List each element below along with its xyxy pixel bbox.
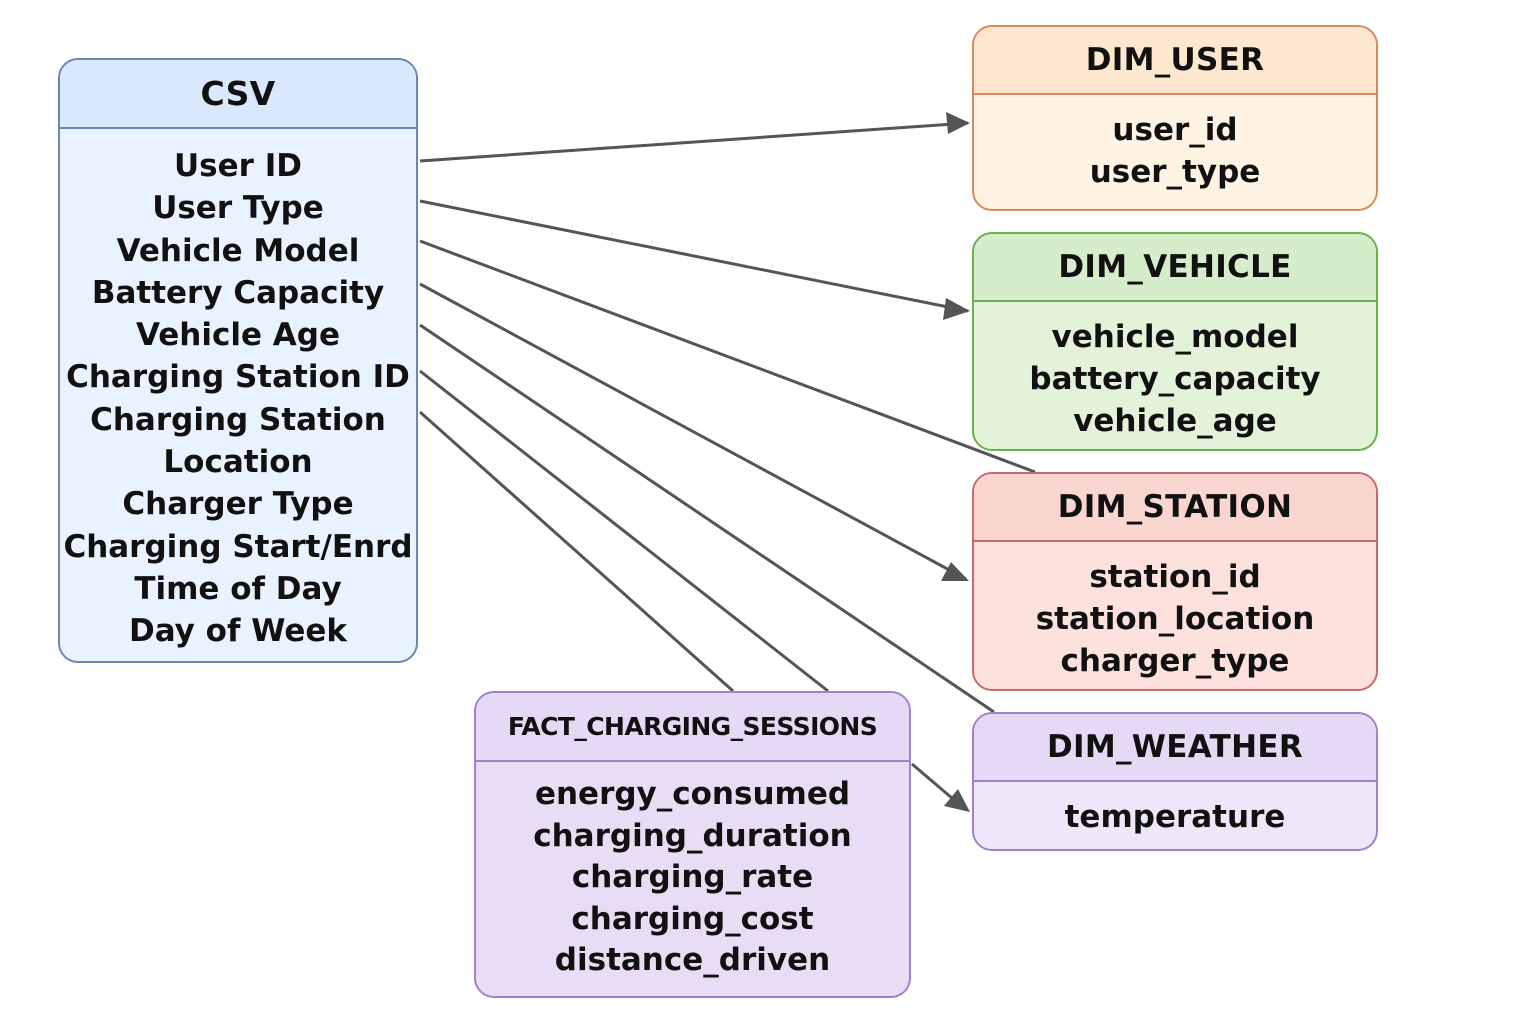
csv-title: CSV	[60, 60, 416, 129]
arrowhead-dim-vehicle	[943, 298, 970, 320]
dim-station-field: station_id	[1089, 559, 1261, 595]
dim-vehicle-field: battery_capacity	[1029, 361, 1321, 397]
fact-field: charging_cost	[571, 900, 814, 937]
dim-user-field: user_type	[1089, 154, 1261, 190]
dim-vehicle-title: DIM_VEHICLE	[974, 234, 1376, 302]
fact-field: energy_consumed	[534, 776, 851, 812]
dim-weather-field-list: temperature	[974, 782, 1376, 838]
csv-field: Battery Capacity	[91, 274, 385, 311]
arrowhead-dim-station	[941, 562, 969, 581]
dim-user-field-list: user_id user_type	[974, 95, 1376, 193]
connector-vehicle-age-to-dim-weather	[419, 323, 995, 714]
arrow-user-type-to-dim-vehicle	[419, 199, 969, 313]
arrow-user-id-to-dim-user	[419, 121, 969, 163]
dim-station-field: charger_type	[1060, 643, 1290, 679]
dim-station-field-list: station_id station_location charger_type	[974, 542, 1376, 682]
arrowhead-dim-user	[946, 112, 970, 134]
dim-user-title: DIM_USER	[974, 27, 1376, 95]
dim-vehicle-field: vehicle_age	[1073, 403, 1277, 439]
dim-station-title: DIM_STATION	[974, 474, 1376, 542]
fact-field-list: energy_consumed charging_duration chargi…	[476, 762, 909, 982]
csv-field: Vehicle Age	[135, 317, 341, 354]
csv-field: Location	[163, 444, 313, 481]
arrowhead-dim-weather	[944, 789, 970, 812]
csv-field: User ID	[174, 148, 302, 184]
csv-field: Charging Start/Enrd	[63, 528, 413, 565]
dim-user-entity: DIM_USER user_id user_type	[972, 25, 1378, 211]
csv-field: Charging Station	[90, 401, 386, 438]
dim-station-entity: DIM_STATION station_id station_location …	[972, 472, 1378, 691]
csv-field-list: User ID User Type Vehicle Model Battery …	[60, 129, 416, 653]
fact-charging-sessions-entity: FACT_CHARGING_SESSIONS energy_consumed c…	[474, 691, 911, 998]
dim-station-field: station_location	[1035, 601, 1315, 637]
csv-field: Charging Station ID	[66, 359, 410, 396]
csv-field: User Type	[152, 190, 324, 227]
csv-field: Charger Type	[122, 486, 354, 523]
fact-title: FACT_CHARGING_SESSIONS	[476, 693, 909, 762]
dim-vehicle-field-list: vehicle_model battery_capacity vehicle_a…	[974, 302, 1376, 442]
arrow-battery-capacity-to-dim-station	[419, 282, 967, 581]
csv-field: Day of Week	[128, 613, 348, 650]
dim-weather-entity: DIM_WEATHER temperature	[972, 712, 1378, 851]
csv-field: Time of Day	[134, 570, 342, 607]
fact-field: distance_driven	[554, 942, 831, 979]
fact-field: charging_rate	[571, 859, 814, 896]
connector-station-to-fact	[419, 410, 734, 693]
csv-entity: CSV User ID User Type Vehicle Model Batt…	[58, 58, 418, 663]
connector-vehicle-model-to-dim-station	[419, 239, 1036, 474]
dim-vehicle-entity: DIM_VEHICLE vehicle_model battery_capaci…	[972, 232, 1378, 451]
dim-vehicle-field: vehicle_model	[1051, 319, 1299, 355]
connector-station-id-to-fact	[419, 369, 829, 693]
fact-field: charging_duration	[533, 817, 852, 854]
dim-user-field: user_id	[1112, 112, 1238, 148]
dim-weather-title: DIM_WEATHER	[974, 714, 1376, 782]
csv-field: Vehicle Model	[116, 232, 360, 269]
dim-weather-field: temperature	[1064, 799, 1286, 835]
